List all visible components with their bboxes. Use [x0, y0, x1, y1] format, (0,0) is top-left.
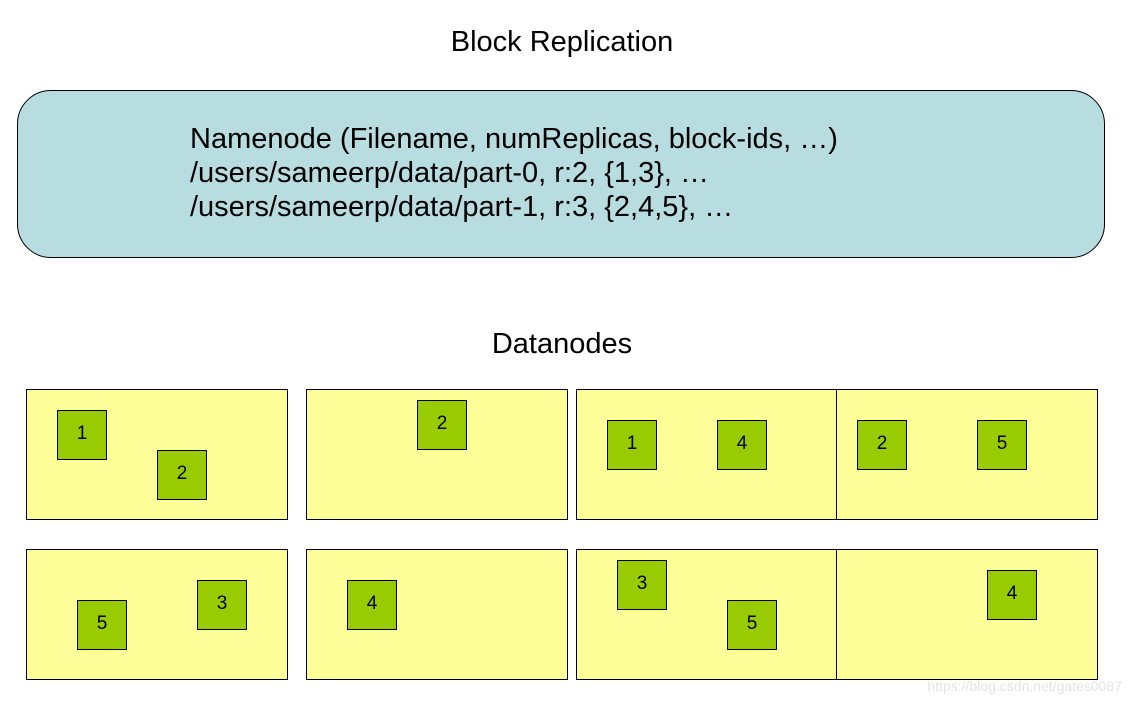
data-block: 3: [617, 560, 667, 610]
diagram-title: Block Replication: [450, 26, 674, 58]
data-block: 5: [77, 600, 127, 650]
data-block: 1: [607, 420, 657, 470]
datanode-box: 4: [306, 549, 568, 680]
data-block: 3: [197, 580, 247, 630]
data-block: 5: [977, 420, 1027, 470]
namenode-text: Namenode (Filename, numReplicas, block-i…: [190, 122, 838, 224]
datanode-box: 4: [836, 549, 1098, 680]
namenode-file-entry: /users/sameerp/data/part-1, r:3, {2,4,5}…: [190, 191, 734, 223]
datanode-box: 5 3: [26, 549, 288, 680]
data-block: 2: [157, 450, 207, 500]
namenode-header-line: Namenode (Filename, numReplicas, block-i…: [190, 123, 838, 155]
namenode-file-entry: /users/sameerp/data/part-0, r:2, {1,3}, …: [190, 157, 710, 189]
data-block: 4: [717, 420, 767, 470]
data-block: 5: [727, 600, 777, 650]
data-block: 2: [857, 420, 907, 470]
datanodes-label: Datanodes: [491, 328, 633, 360]
datanode-box: 2: [306, 389, 568, 520]
datanode-box: 3 5: [576, 549, 838, 680]
namenode-box: Namenode (Filename, numReplicas, block-i…: [17, 90, 1105, 258]
data-block: 2: [417, 400, 467, 450]
data-block: 4: [347, 580, 397, 630]
datanode-box: 2 5: [836, 389, 1098, 520]
watermark-text: https://blog.csdn.net/gates0087: [927, 678, 1122, 694]
datanode-box: 1 4: [576, 389, 838, 520]
datanode-box: 1 2: [26, 389, 288, 520]
data-block: 4: [987, 570, 1037, 620]
data-block: 1: [57, 410, 107, 460]
